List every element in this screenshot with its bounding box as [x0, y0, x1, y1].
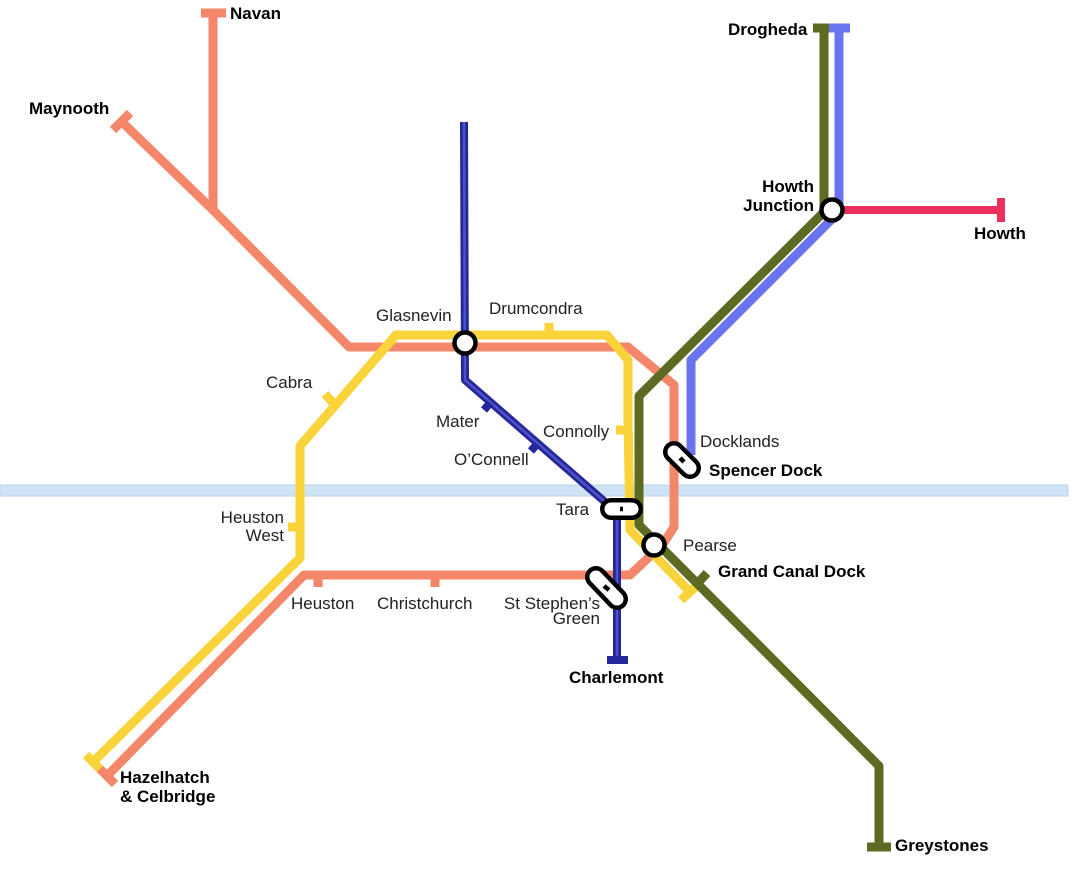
howth-junction-interchange[interactable]	[819, 197, 845, 223]
periwinkle-line[interactable]	[686, 23, 850, 455]
label-navan[interactable]: Navan	[230, 4, 281, 23]
label-tara[interactable]: Tara	[556, 500, 590, 519]
glasnevin-interchange[interactable]	[452, 330, 478, 356]
station-labels: Navan Maynooth Drogheda Howth Junction H…	[29, 4, 1026, 855]
label-docklands[interactable]: Docklands	[700, 432, 779, 451]
maynooth-terminus-tick	[109, 109, 134, 134]
label-drogheda[interactable]: Drogheda	[728, 20, 808, 39]
label-charlemont[interactable]: Charlemont	[569, 668, 664, 687]
label-drumcondra[interactable]: Drumcondra	[489, 299, 583, 318]
label-glasnevin[interactable]: Glasnevin	[376, 306, 452, 325]
label-spencer-dock[interactable]: Spencer Dock	[709, 461, 823, 480]
label-howth-junction-line2[interactable]: Junction	[743, 196, 814, 215]
hazelhatch-salmon-terminus-tick	[95, 764, 119, 788]
label-maynooth[interactable]: Maynooth	[29, 99, 109, 118]
interchanges	[452, 197, 845, 610]
olive-line[interactable]	[634, 23, 891, 852]
olive-line-path[interactable]	[634, 28, 884, 847]
river	[0, 484, 1069, 497]
oconnell-station-tick	[527, 441, 541, 454]
st-stephens-green-interchange[interactable]	[585, 566, 628, 610]
yellow-line-path[interactable]	[89, 330, 694, 766]
hazelhatch-yellow-terminus-tick	[82, 751, 104, 773]
label-hazelhatch-line1[interactable]: Hazelhatch	[120, 768, 210, 787]
label-christchurch[interactable]: Christchurch	[377, 594, 472, 613]
label-st-stephens-green-line2[interactable]: Green	[553, 609, 600, 628]
mater-station-tick	[480, 400, 494, 413]
label-oconnell[interactable]: O’Connell	[454, 450, 529, 469]
label-pearse[interactable]: Pearse	[683, 536, 737, 555]
grand-canal-dock-station-tick	[693, 569, 711, 588]
label-st-stephens-green-line1[interactable]: St Stephen’s	[504, 594, 600, 613]
label-greystones[interactable]: Greystones	[895, 836, 989, 855]
cabra-station-tick	[321, 390, 339, 409]
periwinkle-line-path[interactable]	[686, 28, 844, 455]
spencer-dock-interchange[interactable]	[663, 441, 701, 479]
label-mater[interactable]: Mater	[436, 412, 480, 431]
label-hazelhatch-line2[interactable]: & Celbridge	[120, 787, 215, 806]
red-line[interactable]	[832, 198, 1005, 222]
label-heuston[interactable]: Heuston	[291, 594, 354, 613]
pearse-interchange[interactable]	[641, 532, 667, 558]
label-connolly[interactable]: Connolly	[543, 422, 610, 441]
label-cabra[interactable]: Cabra	[266, 373, 313, 392]
label-grand-canal-dock[interactable]: Grand Canal Dock	[718, 562, 866, 581]
label-howth[interactable]: Howth	[974, 224, 1026, 243]
label-heuston-west-line1[interactable]: Heuston	[221, 508, 284, 527]
label-howth-junction-line1[interactable]: Howth	[762, 177, 814, 196]
label-heuston-west-line2[interactable]: West	[246, 526, 285, 545]
